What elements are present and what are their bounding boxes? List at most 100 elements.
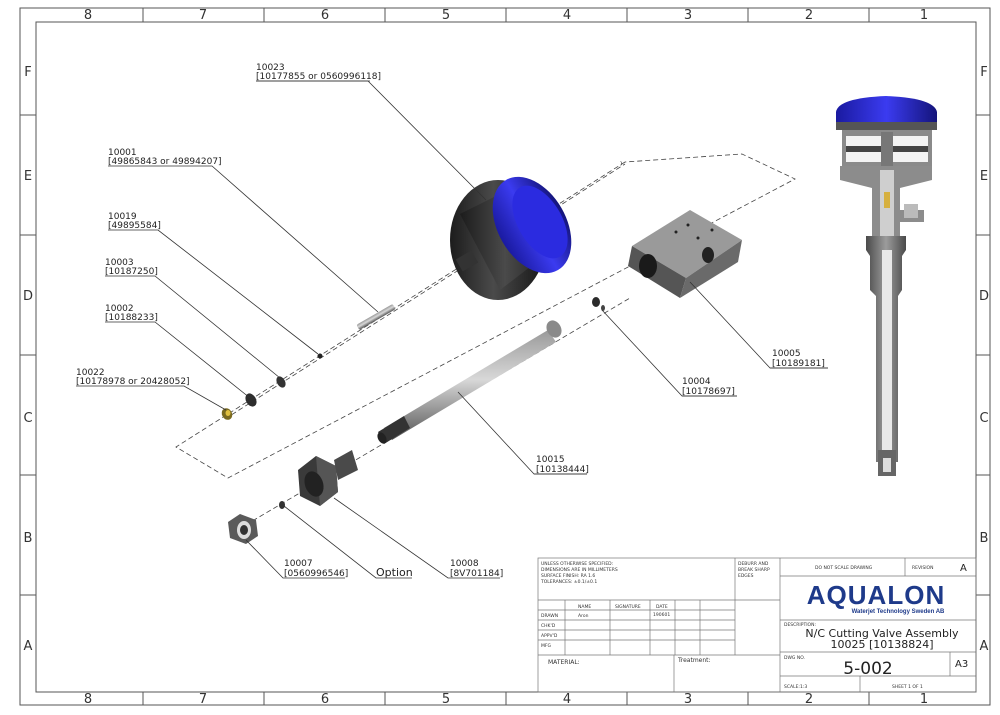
aqualon-logo: AQUALON [807,580,945,610]
callout-id: 10004 [682,377,711,387]
callout-id: 10015 [536,455,565,465]
row-label: CHK'D [541,623,556,629]
callout-10002: 10002 [10188233] [105,304,158,323]
callout-alt: [0560996546] [284,569,348,579]
stem-10015 [377,320,562,444]
zone-col-label: 1 [920,8,928,23]
callout-alt: [8V701184] [450,569,503,579]
deburr-line: DEBURR AND [738,561,769,567]
pin-10001 [357,304,395,330]
zone-col-label: 6 [321,692,329,707]
callout-alt: [10187250] [105,267,158,277]
section-view [836,96,937,476]
fitting-10022 [221,408,233,420]
zone-row-label: C [979,411,988,426]
dwg-no: 5-002 [843,659,892,679]
zone-col-label: 4 [563,8,571,23]
zone-row-label: D [23,289,33,304]
callout-id: 10007 [284,559,313,569]
callout-alt: [49865843 or 49894207] [108,157,222,167]
zone-row-label: F [980,65,987,80]
callout-alt: [10188233] [105,313,158,323]
zone-col-label: 1 [920,692,928,707]
sheet-size: A3 [955,659,968,670]
header-signature: SIGNATURE [615,604,641,610]
description-line1: N/C Cutting Valve Assembly [805,627,959,640]
note-line: SURFACE FINISH: RA 1.6 [541,573,595,579]
leader-lines [76,80,828,579]
part-10019 [317,353,323,359]
zone-col-label: 7 [199,692,207,707]
callout-id: 10008 [450,559,479,569]
zone-row-label: E [980,169,988,184]
callout-10019: 10019 [49895584] [108,212,161,231]
callout-alt: [10178978 or 20428052] [76,377,190,387]
outer-frame [19,7,991,706]
title-block [537,557,977,693]
header-name: NAME [578,604,591,610]
zone-col-label: 2 [805,8,813,23]
zone-col-label: 5 [442,8,450,23]
zone-col-label: 3 [684,692,692,707]
zone-col-label: 2 [805,692,813,707]
zone-col-label: 5 [442,692,450,707]
note-line: DIMENSIONS ARE IN MILLIMETERS [541,567,618,573]
screw-10004 [592,297,605,311]
callout-10005: 10005 [10189181] [772,349,825,369]
dwg-no-label: DWG NO. [784,655,805,661]
zone-row-label: F [24,65,31,80]
callout-alt: [10178697] [682,387,735,397]
option-label: Option [376,566,413,579]
zone-columns-top: 8 7 6 5 4 3 2 1 [84,8,928,23]
description-label: DESCRIPTION: [784,622,816,628]
callout-underlines [256,80,828,475]
scale: SCALE:1:3 [784,684,807,690]
washer-10003 [276,376,286,388]
callout-id: 10002 [105,304,134,314]
treatment-label: Treatment: [677,657,711,664]
zone-col-label: 6 [321,8,329,23]
callout-10015: 10015 [10138444] [536,455,589,475]
note-line: TOLERANCES: ±0.1/±0.1 [540,579,597,585]
zone-col-label: 3 [684,8,692,23]
callout-10023: 10023 [10177855 or 0560996118] [256,63,381,82]
row-label: MFG [541,643,551,649]
aqualon-logo-sub: Waterjet Technology Sweden AB [852,609,945,615]
path-end-mark: ⁾ [620,161,622,171]
callout-id: 10003 [105,258,134,268]
callout-id: 10023 [256,63,285,73]
gland-nut-10008 [298,450,358,506]
callout-alt: [10189181] [772,359,825,369]
callout-alt: [10138444] [536,465,589,475]
note-line: UNLESS OTHERWISE SPECIFIED: [541,561,613,567]
callout-10003: 10003 [10187250] [105,258,158,277]
zone-row-label: B [980,531,989,546]
sheet-count: SHEET 1 OF 1 [892,684,923,690]
callout-id: 10022 [76,368,105,378]
material-label: MATERIAL: [548,659,580,666]
zone-rows-left: F E D C B A [23,65,33,654]
zone-col-label: 8 [84,8,92,23]
row-label: APPV'D [541,633,558,639]
header-date: DATE [656,604,668,610]
callout-10004: 10004 [10178697] [682,377,735,397]
callout-10007: 10007 [0560996546] [284,559,348,579]
callout-10001: 10001 [49865843 or 49894207] [108,148,222,167]
block-10005 [628,210,742,298]
zone-col-label: 8 [84,692,92,707]
title-block-text: UNLESS OTHERWISE SPECIFIED: DIMENSIONS A… [540,561,968,690]
description-line2: 10025 [10138824] [830,638,933,651]
callout-id: 10001 [108,148,137,158]
callout-10022: 10022 [10178978 or 20428052] [76,368,190,387]
callout-10008: 10008 [8V701184] [450,559,503,579]
deburr-line: EDGES [738,573,754,579]
row-label: DRAWN [541,613,558,619]
drawn-name: Aron [578,613,589,619]
zone-row-label: D [979,289,989,304]
zone-rows-right: F E D C B A [979,65,989,654]
zone-col-label: 4 [563,692,571,707]
callout-id: 10005 [772,349,801,359]
part-10007 [279,501,285,509]
drawn-date: 190601 [653,612,670,618]
